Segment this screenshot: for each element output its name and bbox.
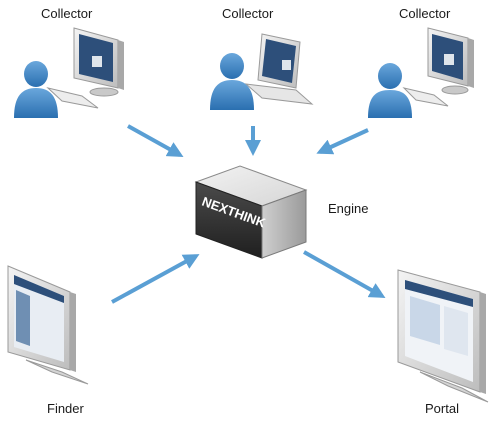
collector-3 xyxy=(368,27,474,118)
portal-label: Portal xyxy=(425,401,459,416)
user-icon xyxy=(368,63,412,118)
arrow-collector3-to-engine xyxy=(316,128,369,155)
engine-server-icon: NEXTHINK xyxy=(194,165,308,259)
finder-label: Finder xyxy=(47,401,84,416)
user-icon xyxy=(210,53,254,110)
desktop-icon xyxy=(402,27,474,107)
collector-2 xyxy=(210,33,314,110)
collector-1 xyxy=(14,27,124,118)
arrows xyxy=(111,124,386,304)
laptop-icon xyxy=(244,33,314,105)
portal-monitor-icon xyxy=(397,269,489,403)
collector-3-label: Collector xyxy=(399,6,451,21)
desktop-icon xyxy=(46,27,124,109)
user-icon xyxy=(14,61,58,118)
engine-label: Engine xyxy=(328,201,369,216)
arrow-engine-to-portal xyxy=(303,250,386,298)
collector-2-label: Collector xyxy=(222,6,274,21)
finder-monitor-icon xyxy=(7,265,89,385)
arrow-collector1-to-engine xyxy=(127,124,184,157)
arrow-finder-to-engine xyxy=(111,254,200,304)
collector-1-label: Collector xyxy=(41,6,93,21)
